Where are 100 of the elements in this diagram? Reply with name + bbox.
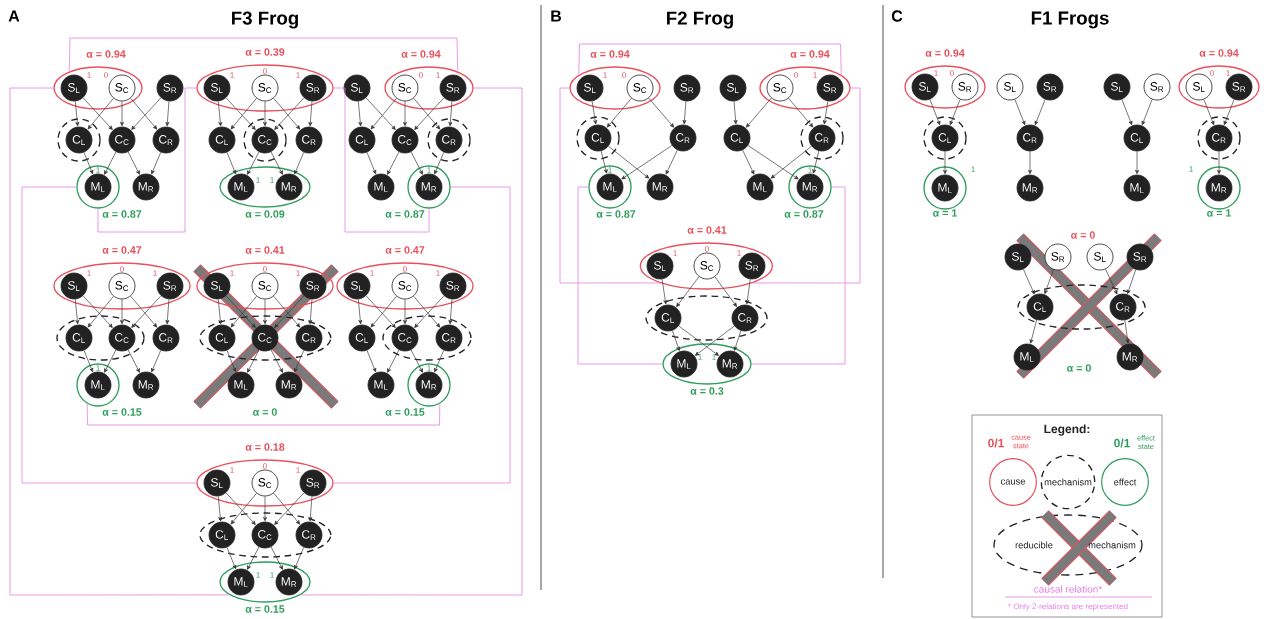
arrow <box>1141 99 1153 126</box>
mechanism-ellipse <box>1017 284 1146 330</box>
cause-ellipse <box>569 66 661 110</box>
arrow <box>678 325 719 356</box>
state-number: 1 <box>436 72 440 78</box>
arrow <box>949 99 961 126</box>
arrow <box>270 546 283 570</box>
arrow <box>387 151 400 175</box>
mechanism-ellipse <box>645 295 768 341</box>
alpha-value: α = 0.18 <box>245 443 285 451</box>
cause-ellipse <box>53 262 191 310</box>
arrow <box>270 349 283 373</box>
state-number: 1 <box>87 72 91 78</box>
causal-relation-line <box>333 87 430 233</box>
arrow <box>83 350 94 373</box>
state-number: 1 <box>256 572 260 578</box>
mechanism-circle <box>427 118 471 162</box>
effect-circle <box>407 363 451 407</box>
arrow <box>448 299 453 325</box>
state-number: 1 <box>427 167 431 173</box>
arrow <box>929 99 941 126</box>
alpha-value: α = 0.94 <box>1199 49 1239 57</box>
arrow <box>812 150 820 174</box>
arrow <box>410 349 423 373</box>
alpha-value: α = 0.87 <box>102 210 142 218</box>
state-number: 1 <box>230 270 234 276</box>
alpha-value: α = 0.41 <box>245 246 285 254</box>
cause-ellipse <box>639 242 773 290</box>
arrow <box>226 350 237 373</box>
mechanism-ellipse <box>199 512 332 558</box>
state-number: 0 <box>794 72 798 78</box>
effect-circle <box>76 363 120 407</box>
mechanism-key: mechanism <box>1040 454 1096 510</box>
state-number: 1 <box>813 72 817 78</box>
panel-letter: C <box>891 10 903 22</box>
alpha-value: α = 0.3 <box>690 387 724 395</box>
alpha-value: α = 0.15 <box>245 605 285 613</box>
cause-ellipse <box>196 262 334 310</box>
effect-ellipse <box>662 343 752 385</box>
arrow <box>822 100 829 125</box>
arrow <box>83 152 94 175</box>
cause-ellipse <box>1178 65 1260 109</box>
arrow <box>1023 268 1035 295</box>
state-number: 1 <box>712 354 716 360</box>
effect-circle <box>407 165 451 209</box>
arrow <box>1014 99 1026 126</box>
effect-circle <box>923 166 967 210</box>
arrow <box>74 299 80 325</box>
state-number: 1 <box>1226 70 1230 76</box>
alpha-value: α = 0 <box>1071 231 1095 239</box>
arrow <box>294 152 305 175</box>
state-number: 1 <box>230 72 234 78</box>
state-number: 1 <box>673 250 677 256</box>
alpha-value: α = 0.47 <box>385 246 425 254</box>
state-number: 0 <box>1210 70 1214 76</box>
arrow <box>943 151 947 175</box>
causal-relation-line <box>578 43 842 76</box>
state-number: 1 <box>230 467 234 473</box>
arrow <box>434 152 445 175</box>
arrow <box>357 299 363 325</box>
state-number: 1 <box>270 572 274 578</box>
state-key: 0/1 <box>988 438 1004 448</box>
arrow <box>217 496 223 522</box>
arrow <box>770 146 812 179</box>
arrow <box>165 101 170 127</box>
state-number: 1 <box>296 467 300 473</box>
arrow <box>682 101 687 125</box>
mechanism-circle <box>923 116 967 160</box>
alpha-value: α = 0.87 <box>385 210 425 218</box>
causal-relation-line <box>97 87 197 233</box>
alpha-value: α = 0.15 <box>102 408 142 416</box>
arrow <box>410 151 423 175</box>
arrow <box>1121 99 1133 126</box>
arrow <box>745 97 772 128</box>
arrow <box>226 152 237 175</box>
arrow <box>733 330 742 351</box>
state-number: 1 <box>608 167 612 173</box>
causal-relation-line <box>21 186 197 484</box>
state-number: 1 <box>436 270 440 276</box>
arrow <box>151 350 162 373</box>
arrow <box>1203 99 1215 126</box>
state-number: 1 <box>603 72 607 78</box>
causal-relation-line <box>300 87 523 596</box>
state-number: 0 <box>104 72 108 78</box>
arrow <box>120 101 124 127</box>
state-number: 1 <box>737 250 741 256</box>
causal-relation-line <box>86 403 441 426</box>
arrow <box>263 496 267 522</box>
arrow <box>217 299 223 325</box>
panel-letter: A <box>8 10 20 22</box>
state-number: 0 <box>950 70 954 76</box>
causal-relation-line <box>68 37 459 72</box>
arrow <box>648 97 675 128</box>
state-number: 1 <box>296 72 300 78</box>
arrow <box>1028 151 1032 175</box>
causal-relation-line <box>559 87 661 284</box>
arrow <box>247 349 260 373</box>
state-number: 1 <box>87 270 91 276</box>
arrow <box>1126 269 1137 294</box>
effect-circle <box>788 165 832 209</box>
